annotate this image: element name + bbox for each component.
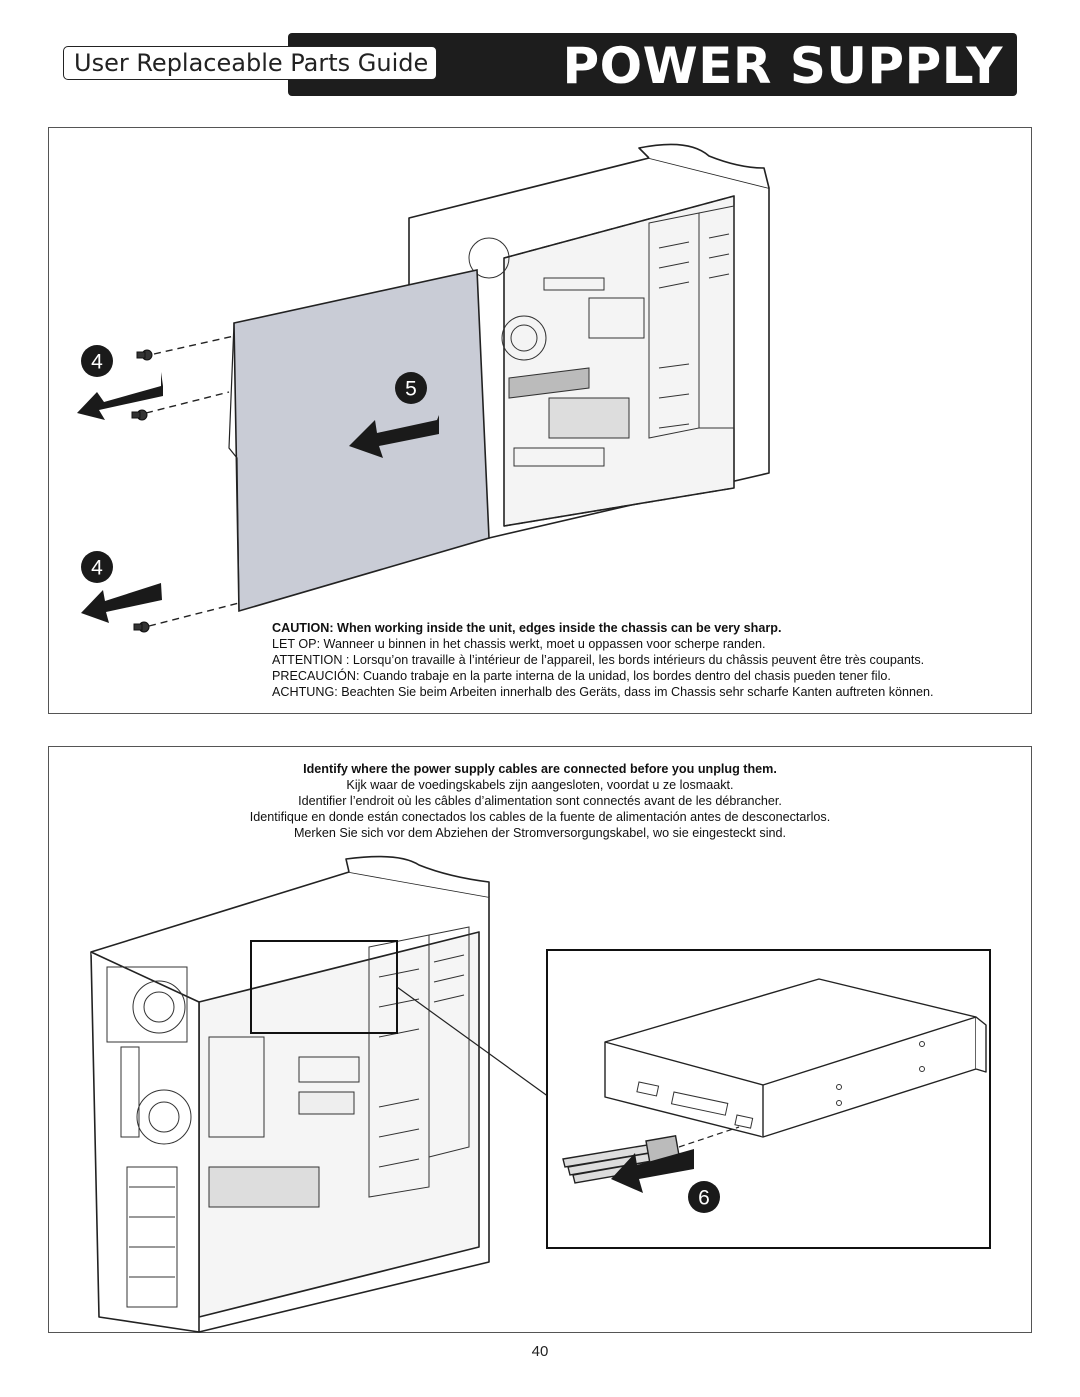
step-callout-5: 5 [395, 372, 427, 404]
arrow-left-icon [611, 1149, 694, 1193]
notice-line-es: Identifique en donde están conectados lo… [249, 810, 831, 824]
illustration-open-chassis: 6 [90, 855, 991, 1333]
caution-line-de: ACHTUNG: Beachten Sie beim Arbeiten inne… [272, 685, 934, 699]
screw-icons [131, 349, 153, 633]
notice-line-nl: Kijk waar de voedingskabels zijn aangesl… [346, 778, 734, 792]
svg-text:4: 4 [91, 351, 103, 374]
page-number: 40 [531, 1343, 549, 1360]
arrow-left-icon [81, 583, 162, 623]
notice-line-fr: Identifier l’endroit où les câbles d’ali… [298, 794, 782, 808]
svg-text:5: 5 [405, 378, 417, 401]
arrow-left-icon [77, 372, 163, 420]
svg-text:6: 6 [698, 1187, 710, 1210]
illustration-remove-side-panel: 4 5 4 [77, 143, 770, 633]
step-callout-6: 6 [688, 1181, 720, 1213]
caution-line-fr: ATTENTION : Lorsqu’on travaille à l’inté… [272, 653, 925, 667]
arrow-left-icon [349, 415, 439, 458]
guide-title: User Replaceable Parts Guide [63, 46, 437, 80]
section-title: POWER SUPPLY [562, 37, 1003, 95]
step-callout-4-top: 4 [81, 345, 113, 377]
svg-text:4: 4 [91, 557, 103, 580]
notice-line-en: Identify where the power supply cables a… [303, 762, 777, 776]
step-panel-remove-access-panel: 4 5 4 CAUTION: When working inside the u… [48, 127, 1032, 714]
caution-line-nl: LET OP: Wanneer u binnen in het chassis … [272, 637, 766, 651]
caution-line-es: PRECAUCIÓN: Cuando trabaje en la parte i… [272, 669, 891, 683]
step-panel-unplug-cables: Identify where the power supply cables a… [48, 746, 1032, 1333]
section-title-bar: POWER SUPPLY [288, 33, 1017, 96]
caution-text: CAUTION: When working inside the unit, e… [272, 620, 1032, 700]
caution-line-en: CAUTION: When working inside the unit, e… [272, 621, 782, 635]
identify-cables-notice: Identify where the power supply cables a… [49, 761, 1031, 841]
step-callout-4-bottom: 4 [81, 551, 113, 583]
notice-line-de: Merken Sie sich vor dem Abziehen der Str… [293, 826, 787, 840]
